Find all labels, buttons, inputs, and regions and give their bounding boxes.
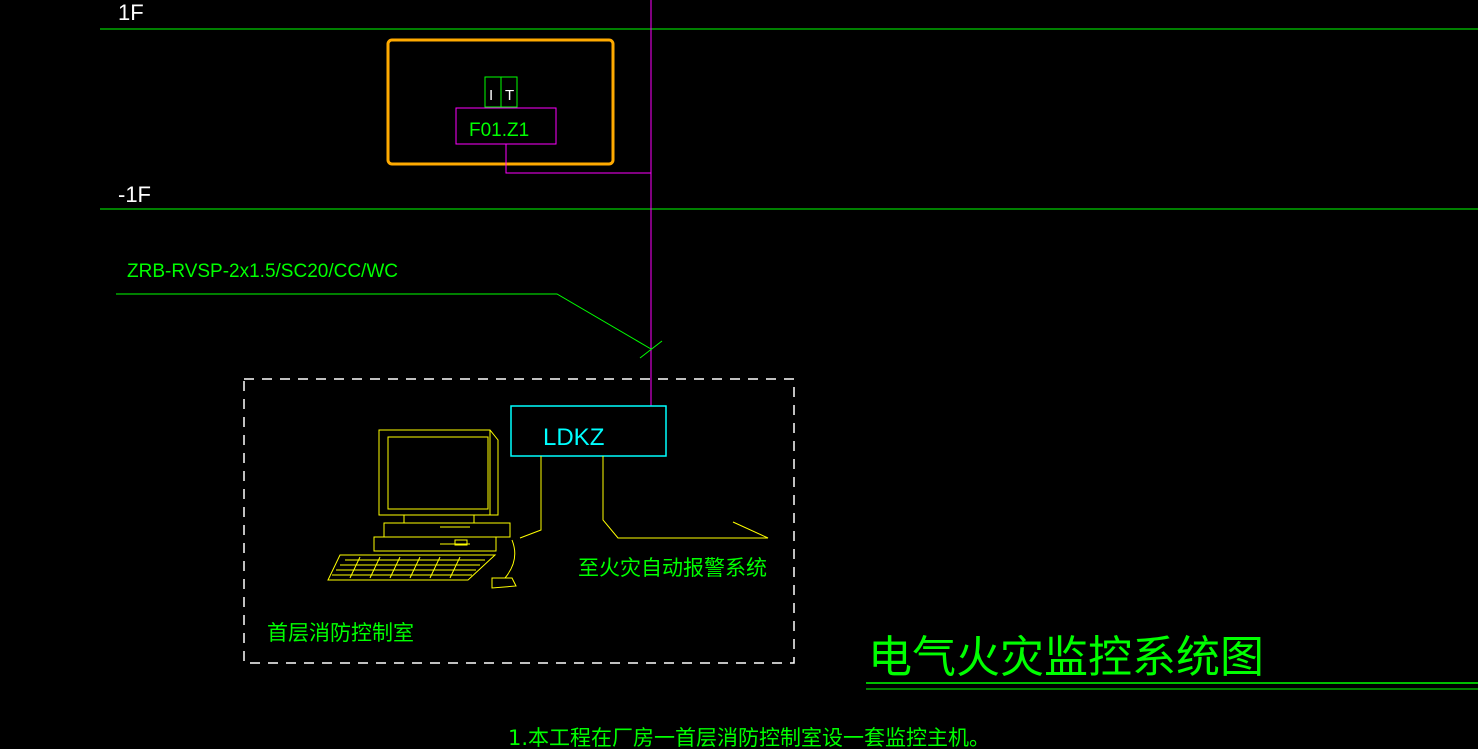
note-text: 1.本工程在厂房一首层消防控制室设一套监控主机。 [508, 726, 990, 749]
cable-spec-label: ZRB-RVSP-2x1.5/SC20/CC/WC [127, 261, 398, 282]
room-label: 首层消防控制室 [267, 621, 414, 645]
cable-tick-mark [639, 340, 663, 359]
controller-to-alarm-line [602, 456, 769, 539]
controller-label: LDKZ [543, 424, 604, 451]
to-fire-alarm-label: 至火灾自动报警系统 [578, 556, 767, 580]
device-code-label: F01.Z1 [469, 120, 529, 141]
floor-label-b1: -1F [118, 182, 151, 207]
control-room-enclosure [243, 378, 795, 664]
device-connector [505, 144, 651, 174]
computer-workstation-icon [327, 429, 517, 589]
floor-label-1f: 1F [118, 0, 144, 25]
detector-label-t: T [505, 87, 514, 104]
detector-label-i: I [489, 87, 493, 104]
device-highlight-box[interactable] [386, 38, 615, 166]
diagram-title: 电气火灾监控系统图 [868, 632, 1264, 683]
cable-leader-line [116, 293, 652, 350]
controller-to-pc-line [519, 456, 542, 539]
controller-box[interactable] [510, 405, 667, 457]
